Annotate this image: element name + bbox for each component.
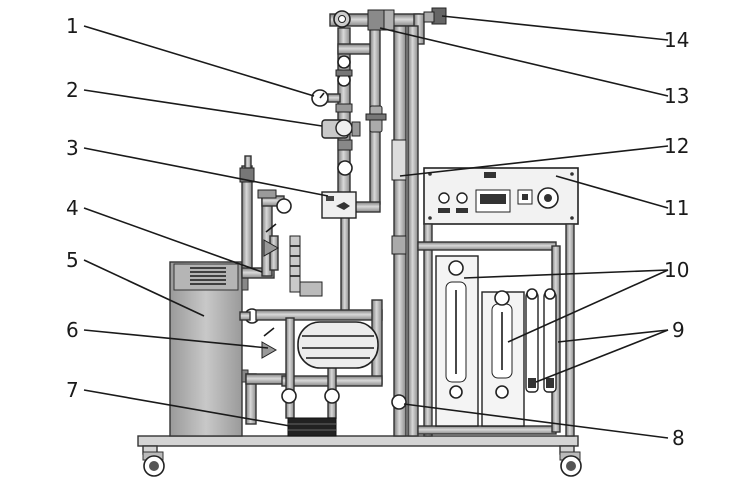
check-valve-right [365,105,387,133]
radiator-panel-left [435,255,479,427]
flow-meter-left [525,288,539,393]
gauge-lower-right [324,388,340,404]
circulation-pump [321,119,361,176]
callout-7: 7 [66,378,79,402]
radiator-panel-right [481,290,525,427]
callout-5: 5 [66,248,79,272]
return-riser [391,25,419,437]
callout-9: 9 [672,318,685,342]
caster-wheel-right [559,451,582,477]
callout-14: 14 [664,28,689,52]
leader-lines [83,15,669,439]
callout-2: 2 [66,78,79,102]
top-tee-fitting [367,9,395,31]
mixing-valve-box [276,191,357,219]
callout-11: 11 [664,196,689,220]
base-frame [137,435,579,455]
air-vent-valve [413,7,447,45]
callout-1: 1 [66,14,79,38]
caster-wheel-left [142,451,165,477]
control-panel [423,167,579,225]
callout-6: 6 [66,318,79,342]
callout-labels: 1 2 3 4 5 6 7 8 9 10 11 12 13 14 [66,14,689,450]
callout-8: 8 [672,426,685,450]
callout-12: 12 [664,134,689,158]
supply-piping-left [239,155,287,425]
manual-valve-upper [263,223,280,271]
plate-heat-exchanger [287,417,337,437]
callout-10: 10 [664,258,689,282]
valve-stack-upper [335,55,353,113]
pressure-gauge-upper [311,89,341,107]
strainer-filter [289,235,323,297]
top-fitting-ring [333,10,351,28]
callout-3: 3 [66,136,79,160]
vent-grille [190,267,226,285]
heater-cabinet [169,261,249,437]
callout-4: 4 [66,196,79,220]
storage-tank [297,321,379,369]
gauge-lower-left [281,388,297,404]
callout-13: 13 [664,84,689,108]
flow-meter-right [543,288,557,393]
